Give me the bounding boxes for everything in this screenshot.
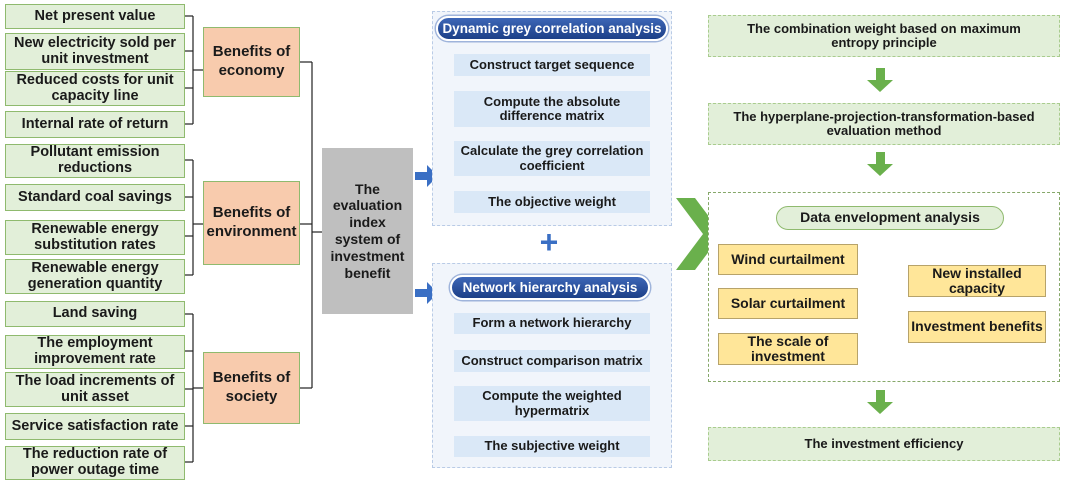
investment-efficiency-box: The investment efficiency [708,427,1060,461]
indicator-service-satisfaction: Service satisfaction rate [5,413,185,440]
network-step-weighted-hypermatrix: Compute the weighted hypermatrix [454,386,650,421]
network-step-form-hierarchy: Form a network hierarchy [454,313,650,334]
indicator-pollutant-reductions: Pollutant emission reductions [5,144,185,178]
dea-input-wind-curtailment: Wind curtailment [718,244,858,275]
category-society: Benefits of society [203,352,300,424]
indicator-electricity-per-investment: New electricity sold per unit investment [5,33,185,70]
indicator-generation-quantity: Renewable energy generation quantity [5,259,185,294]
dea-title: Data envelopment analysis [776,206,1004,230]
grey-step-difference-matrix: Compute the absolute difference matrix [454,91,650,127]
indicator-internal-rate-return: Internal rate of return [5,111,185,138]
network-step-comparison-matrix: Construct comparison matrix [454,350,650,372]
dea-input-solar-curtailment: Solar curtailment [718,288,858,319]
indicator-employment-rate: The employment improvement rate [5,335,185,369]
plus-symbol: + [539,224,559,260]
indicator-load-increments: The load increments of unit asset [5,372,185,407]
dea-input-scale-of-investment: The scale of investment [718,333,858,365]
category-economy: Benefits of economy [203,27,300,97]
grey-step-objective-weight: The objective weight [454,191,650,213]
indicator-coal-savings: Standard coal savings [5,184,185,211]
hyperplane-method-box: The hyperplane-projection-transformation… [708,103,1060,145]
dea-output-investment-benefits: Investment benefits [908,311,1046,343]
indicator-reduced-costs: Reduced costs for unit capacity line [5,71,185,106]
indicator-substitution-rates: Renewable energy substitution rates [5,220,185,255]
indicator-land-saving: Land saving [5,301,185,327]
network-step-subjective-weight: The subjective weight [454,436,650,457]
grey-correlation-title: Dynamic grey correlation analysis [436,16,668,41]
indicator-net-present-value: Net present value [5,4,185,29]
grey-step-correlation-coefficient: Calculate the grey correlation coefficie… [454,141,650,176]
grey-step-target-sequence: Construct target sequence [454,54,650,76]
combination-weight-box: The combination weight based on maximum … [708,15,1060,57]
category-environment: Benefits of environment [203,181,300,265]
index-system-box: The evaluation index system of investmen… [322,148,413,314]
network-hierarchy-title: Network hierarchy analysis [450,275,650,300]
dea-output-installed-capacity: New installed capacity [908,265,1046,297]
indicator-outage-reduction: The reduction rate of power outage time [5,446,185,480]
